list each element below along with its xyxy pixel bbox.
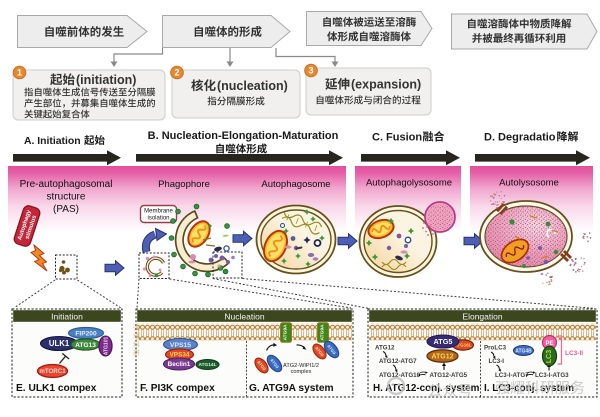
svg-text:Membrane: Membrane (144, 209, 173, 215)
svg-text:ATG12-ATG7: ATG12-ATG7 (379, 358, 417, 365)
svg-text:F. PI3K compex: F. PI3K compex (140, 383, 215, 394)
svg-text:complex: complex (291, 369, 312, 375)
svg-text:Phagophore: Phagophore (158, 179, 210, 190)
svg-text:ATG12: ATG12 (375, 345, 395, 352)
svg-text:LC3-I-ATG3: LC3-I-ATG3 (535, 372, 569, 379)
svg-text:LC3-I: LC3-I (489, 358, 505, 365)
svg-text:Autophagosome: Autophagosome (261, 179, 330, 190)
svg-text:Autophagolysosome: Autophagolysosome (366, 178, 452, 189)
svg-text:Autolysosome: Autolysosome (499, 178, 559, 189)
svg-text:FIP200: FIP200 (75, 330, 97, 337)
svg-text:VPS15: VPS15 (170, 342, 191, 349)
svg-text:Nucleation: Nucleation (224, 311, 264, 321)
svg-text:ATG9: ATG9 (314, 346, 325, 358)
svg-text:LC3-I-ATG7: LC3-I-ATG7 (495, 372, 529, 379)
svg-text:ATG9: ATG9 (269, 358, 280, 370)
svg-text:ATG2-WIPI1/2: ATG2-WIPI1/2 (283, 363, 319, 369)
svg-text:ATG12-ATG5: ATG12-ATG5 (430, 372, 468, 379)
svg-text:structure: structure (47, 192, 86, 203)
svg-text:ATG16L: ATG16L (454, 343, 471, 348)
svg-text:PE: PE (545, 341, 553, 347)
svg-text:2: 2 (174, 68, 179, 78)
svg-text:LC3: LC3 (546, 350, 553, 363)
svg-text:mTORC1: mTORC1 (39, 368, 66, 375)
svg-text:A. Initiation: A. Initiation (24, 136, 81, 147)
svg-text:1: 1 (17, 68, 22, 78)
svg-text:E. ULK1 compex: E. ULK1 compex (16, 383, 97, 394)
svg-text:ATG14L: ATG14L (198, 362, 216, 368)
svg-text:ATG101: ATG101 (103, 337, 109, 356)
svg-text:ATG4B: ATG4B (515, 348, 532, 354)
svg-text:ATG9: ATG9 (256, 360, 267, 372)
svg-text:B. Nucleation-Elongation-Matur: B. Nucleation-Elongation-Maturation (148, 130, 339, 142)
svg-text:LC3-II: LC3-II (565, 350, 583, 357)
svg-text:ATG5: ATG5 (434, 337, 453, 346)
svg-text:(initiation): (initiation) (76, 73, 136, 87)
svg-text:D. Degradatio: D. Degradatio (484, 132, 556, 144)
svg-text:ATG9: ATG9 (326, 344, 337, 356)
svg-text:3: 3 (308, 66, 313, 76)
svg-text:Beclin1: Beclin1 (168, 361, 191, 368)
svg-text:ATG12: ATG12 (431, 353, 453, 360)
svg-text:C. Fusion: C. Fusion (372, 132, 422, 144)
svg-text:Elongation: Elongation (462, 311, 502, 321)
svg-text:ATG9A: ATG9A (283, 324, 289, 340)
svg-text:(nucleation): (nucleation) (217, 79, 288, 93)
svg-text:ATG13: ATG13 (75, 342, 96, 349)
svg-text:ProLC3: ProLC3 (484, 345, 507, 352)
svg-text:(PAS): (PAS) (53, 204, 79, 215)
svg-text:isolation: isolation (147, 216, 169, 222)
svg-text:G. ATG9A system: G. ATG9A system (249, 383, 334, 394)
svg-text:ULK1: ULK1 (49, 339, 70, 348)
svg-text:VPS34: VPS34 (170, 352, 190, 359)
svg-text:ATG12-ATG10: ATG12-ATG10 (379, 372, 421, 379)
svg-text:H. ATG12-conj. system: H. ATG12-conj. system (373, 383, 480, 394)
svg-text:Initiation: Initiation (51, 311, 83, 321)
svg-text:(expansion): (expansion) (351, 78, 421, 92)
svg-text:Pre-autophagosomal: Pre-autophagosomal (20, 179, 113, 190)
svg-text:ATG9A: ATG9A (320, 324, 326, 340)
